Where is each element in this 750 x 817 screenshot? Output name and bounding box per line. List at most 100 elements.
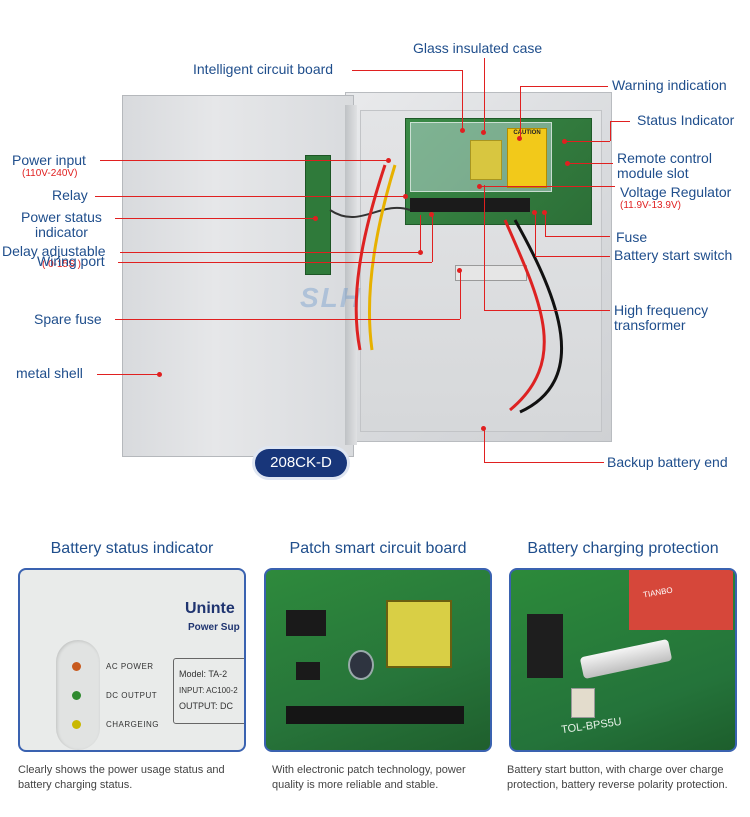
label-power-status: Power status indicator: [21, 210, 102, 240]
hf-transformer-line2: transformer: [614, 317, 686, 333]
feature-desc-battery-status: Clearly shows the power usage status and…: [18, 763, 258, 793]
label-glass-case: Glass insulated case: [413, 40, 543, 56]
leader-fuse-v: [545, 212, 546, 236]
leader-status-v: [610, 121, 611, 141]
plate-model: Model: TA-2: [179, 669, 228, 679]
plate-input: INPUT: AC100-2: [179, 686, 238, 695]
leader-circuit-board-v: [462, 70, 463, 130]
leader-wiring-port-v: [432, 214, 433, 262]
feature-image-charging-protection: TIANBO TOL-BPS5U: [509, 568, 737, 752]
label-fuse: Fuse: [616, 229, 648, 245]
dot-warning: [517, 136, 522, 141]
leader-battery-switch-v: [535, 212, 536, 256]
board-chip: [296, 662, 320, 680]
dot-remote: [565, 161, 570, 166]
board-heatsink: [527, 614, 563, 678]
brand-text: Uninte: [185, 600, 235, 617]
leader-voltage: [480, 186, 615, 187]
dot-battery-switch: [532, 210, 537, 215]
leader-delay-v: [420, 215, 421, 252]
door-hinge-edge: [345, 105, 357, 445]
label-warning: Warning indication: [612, 77, 727, 93]
desc-line: With electronic patch technology, power: [272, 764, 466, 776]
led-charging: [72, 720, 81, 729]
power-status-line1: Power status: [21, 209, 102, 225]
board-relay: [629, 570, 733, 630]
dot-voltage: [477, 184, 482, 189]
delay-range: ( 0-15S ): [42, 259, 81, 270]
label-wiring-port: Wiring port: [37, 253, 105, 269]
power-input-range: (110V-240V): [22, 168, 78, 179]
remote-control-line1: Remote control: [617, 150, 712, 166]
label-power-input: Power input (110V-240V): [12, 153, 86, 180]
voltage-regulator-text: Voltage Regulator: [620, 184, 732, 200]
dot-spare-fuse: [457, 268, 462, 273]
status-indicator-board: [305, 155, 331, 275]
feature-title-battery-status: Battery status indicator: [50, 540, 214, 557]
leader-hf-transformer: [484, 310, 610, 311]
leader-glass-case: [484, 58, 485, 132]
board-terminal-block: [286, 706, 464, 724]
delay-adjustable-text: Delay adjustable: [2, 243, 106, 259]
leader-fuse: [545, 236, 610, 237]
remote-control-line2: module slot: [617, 165, 689, 181]
leader-hf-transformer-v: [484, 185, 485, 310]
transformer: [470, 140, 502, 180]
label-backup-battery-end: Backup battery end: [607, 454, 728, 470]
feature-title-patch-board: Patch smart circuit board: [289, 540, 467, 557]
desc-line: Battery start button, with charge over c…: [507, 764, 724, 776]
led-label-ac-power: AC POWER: [106, 662, 154, 671]
power-status-line2: indicator: [35, 224, 88, 240]
wires-and-leaders: [329, 164, 564, 414]
brand-subtext: Power Sup: [188, 622, 240, 633]
led-label-charging: CHARGEING: [106, 720, 159, 729]
leader-circuit-board: [352, 70, 462, 71]
label-voltage-regulator: Voltage Regulator (11.9V-13.9V): [620, 185, 731, 212]
feature-image-battery-status: Uninte Power Sup AC POWER DC OUTPUT CHAR…: [18, 568, 246, 752]
led-dc-output: [72, 691, 81, 700]
leader-backup-battery-v: [484, 428, 485, 462]
desc-line: protection, battery reverse polarity pro…: [507, 779, 728, 791]
leader-battery-switch: [535, 256, 610, 257]
leader-warning: [520, 86, 608, 87]
power-input-text: Power input: [12, 152, 86, 168]
leader-spare-fuse: [115, 319, 460, 320]
watermark: SLH: [300, 282, 362, 313]
leader-status-h2: [565, 141, 610, 142]
board-fuse: [579, 638, 673, 680]
leader-warning-v: [520, 86, 521, 138]
plate-output: OUTPUT: DC: [179, 701, 233, 711]
feature-desc-charging-protection: Battery start button, with charge over c…: [507, 763, 747, 793]
label-relay: Relay: [52, 187, 88, 203]
dot-relay: [403, 194, 408, 199]
rating-plate: Model: TA-2 INPUT: AC100-2 OUTPUT: DC: [173, 658, 244, 724]
leader-relay: [95, 196, 405, 197]
led-label-dc-output: DC OUTPUT: [106, 691, 158, 700]
terminal-block: [410, 198, 530, 212]
leader-delay: [120, 252, 420, 253]
battery-start-button: [571, 688, 595, 718]
dot-glass-case: [481, 130, 486, 135]
feature-title-charging-protection: Battery charging protection: [527, 540, 719, 557]
board-chip: [286, 610, 326, 636]
board-capacitor: [348, 650, 374, 680]
caution-text: CAUTION: [513, 130, 541, 136]
hf-transformer-line1: High frequency: [614, 302, 709, 318]
dot-power-status: [313, 216, 318, 221]
dot-backup-battery: [481, 426, 486, 431]
model-badge: 208CK-D: [255, 449, 347, 477]
dot-status: [562, 139, 567, 144]
leader-spare-fuse-v: [460, 270, 461, 319]
label-battery-start-switch: Battery start switch: [614, 247, 733, 263]
feature-desc-patch-board: With electronic patch technology, power …: [272, 763, 512, 793]
leader-metal-shell: [97, 374, 159, 375]
dot-wiring-port: [429, 212, 434, 217]
leader-status: [610, 121, 630, 122]
dot-circuit-board: [460, 128, 465, 133]
dot-metal-shell: [157, 372, 162, 377]
label-delay-adjustable: Delay adjustable ( 0-15S ): [2, 244, 106, 271]
label-spare-fuse: Spare fuse: [34, 311, 102, 327]
caution-sticker: CAUTION: [507, 128, 547, 188]
board-label: TOL-BPS5U: [560, 715, 623, 737]
desc-line: Clearly shows the power usage status and: [18, 764, 225, 776]
